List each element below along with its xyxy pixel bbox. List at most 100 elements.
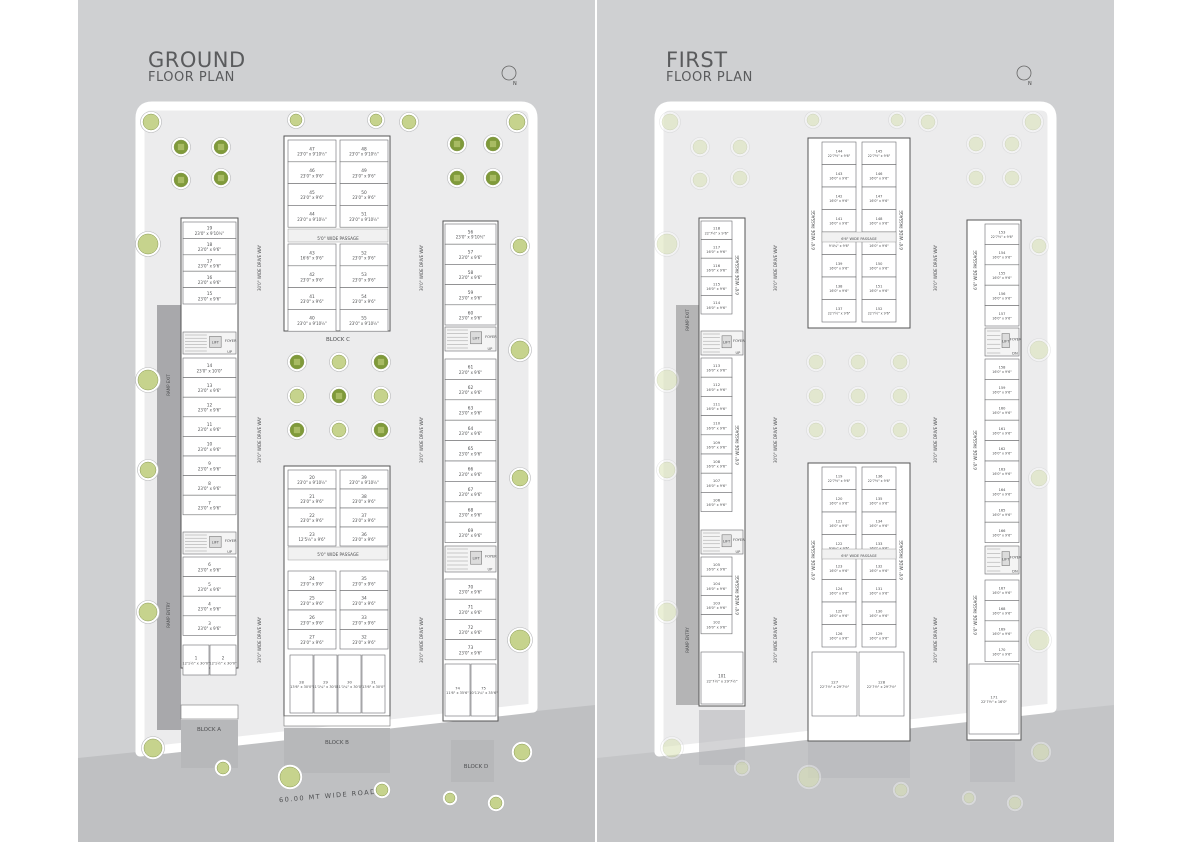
block-d-core-upper-foyer-label: FOYER: [1010, 338, 1022, 342]
block-a-unit-size: 16'0" x 9'6": [706, 407, 727, 411]
block-d-unit-size: 16'0" x 9'6": [992, 431, 1012, 435]
block-a-unit-number: 8: [208, 481, 211, 487]
block-c-unit-137: [821, 299, 857, 323]
block-a-unit-size: 23'0" x 9'6": [198, 466, 221, 471]
block-b-unit-size: 23'0" x 9'10½": [297, 480, 327, 485]
block-d-unit-size: 16'0" x 9'6": [992, 452, 1012, 456]
block-d-unit-number: 160: [999, 406, 1007, 410]
block-c-unit-size: 23'0" x 9'10½": [297, 217, 327, 222]
block-a-bottom-unit-size: 22'7½" x 29'7½": [706, 679, 737, 683]
block-d-unit-157: [984, 305, 1020, 327]
block-d-unit-number: 61: [468, 365, 474, 371]
tree-icon-ring: [733, 759, 751, 777]
tree-icon: [920, 114, 936, 130]
block-a-core-upper-up-label: UP: [227, 350, 233, 354]
tree-icon: [658, 461, 676, 479]
block-a-passage-label-3: 6'6" WIDE PASSAGE: [735, 575, 740, 615]
block-c-unit-size: 22'7½" x 9'6": [868, 154, 891, 158]
block-a-bottom-unit-number: 2: [222, 655, 225, 660]
block-a-unit-size: 16'0" x 9'6": [706, 287, 727, 291]
tree-icon: [508, 113, 526, 131]
block-b-unit-number: 34: [361, 596, 367, 602]
block-b-unit-number: 39: [361, 475, 367, 481]
tree-icon-core: [177, 176, 185, 184]
block-d-unit-number: 60: [468, 310, 474, 316]
block-b-unit-number: 32: [361, 635, 367, 641]
tree-icon-core: [453, 140, 461, 148]
tree-icon: [1008, 796, 1022, 810]
block-d-unit-number: 72: [468, 625, 474, 631]
block-b-unit-number: 38: [361, 494, 367, 500]
block-a-unit-size: 16'0" x 9'6": [706, 306, 727, 310]
block-a-bottom-unit-101: [700, 651, 744, 705]
block-b-bottom-unit-30: [337, 654, 362, 714]
tree-icon: [512, 238, 528, 254]
block-b-unit-size: 23'0" x 9'6": [300, 499, 323, 504]
block-b-cross-passage-label: 6'6" WIDE PASSAGE: [841, 554, 877, 558]
block-b-unit-32: [339, 629, 389, 650]
tree-icon-ring: [796, 764, 822, 790]
tree-icon: [808, 354, 824, 370]
block-a-bottom-unit-number: 1: [195, 655, 198, 660]
road-area: [78, 705, 595, 842]
block-d-unit-166: [984, 521, 1020, 543]
block-c-unit-size: 16'0" x 9'6": [829, 289, 849, 293]
block-d-unit-size: 16'0" x 9'6": [992, 533, 1012, 537]
block-d-bottom-unit-number: 75: [481, 685, 486, 690]
block-d-unit-number: 70: [468, 585, 474, 591]
tree-icon-ring: [1002, 134, 1022, 154]
block-b-unit-number: 26: [309, 615, 315, 621]
tree-icon: [1031, 238, 1047, 254]
tree-icon-ring: [966, 134, 986, 154]
block-d-core-lower-up-label: DN: [1012, 570, 1018, 574]
block-b-bottom-unit-29: [313, 654, 338, 714]
block-b-unit-number: 23: [309, 532, 315, 538]
ramp-exit-label: RAMP EXIT: [166, 374, 171, 396]
block-a-unit-number: 106: [713, 497, 721, 502]
block-b-unit-number: 132: [876, 565, 883, 569]
block-a-core-lower-up-label: UP: [736, 550, 742, 554]
tree-icon-ring: [890, 420, 910, 440]
block-b-unit-size: 23'0" x 9'6": [352, 537, 375, 542]
block-d-core-lower-lift: [1001, 551, 1010, 566]
block-b-unit-size: 16'0" x 9'6": [829, 637, 849, 641]
block-b-unit-number: 131: [876, 587, 883, 591]
tree-icon: [850, 354, 866, 370]
drive-way-label-b1: 30'0" WIDE DRIVE WAY: [419, 244, 424, 291]
block-b-unit-number: 124: [836, 587, 844, 591]
block-d-core-lower-foyer-label: FOYER: [485, 555, 497, 559]
block-b-unit-size: 23'0" x 9'10½": [349, 480, 379, 485]
block-c-unit-size: 23'0" x 9'6": [352, 195, 375, 200]
block-a-unit-number: 6: [208, 562, 211, 568]
block-c-unit-size: 23'0" x 9'10½": [349, 217, 379, 222]
tree-icon: [892, 422, 908, 438]
block-d-unit-size: 16'0" x 9'6": [992, 472, 1012, 476]
block-c-unit-number: 54: [361, 294, 367, 300]
block-a-unit-number: 4: [208, 601, 211, 607]
block-a-core-lower-lift: [209, 536, 222, 548]
block-a-unit-number: 9: [208, 461, 211, 467]
block-a-unit-number: 117: [713, 244, 721, 249]
tree-icon: [444, 792, 456, 804]
block-b-passage: [287, 546, 389, 561]
block-d-unit-number: 167: [999, 587, 1006, 591]
block-c-unit-44: [287, 205, 337, 228]
tree-icon-ring: [659, 111, 681, 133]
block-c-passage: [287, 228, 389, 243]
tree-icon: [968, 136, 984, 152]
block-d-unit-size: 23'0" x 9'6": [459, 610, 482, 615]
block-b-unit-number: 125: [836, 610, 843, 614]
block-c-unit-number: 44: [309, 212, 315, 218]
block-b-label: BLOCK B: [325, 740, 349, 746]
tree-icon: [808, 422, 824, 438]
block-b-unit-129: [861, 624, 897, 648]
block-d-unit-number: 161: [999, 427, 1006, 431]
block-d-unit-number: 56: [468, 230, 474, 236]
block-d-core-upper-lift: [470, 331, 482, 345]
block-d-unit-number: 59: [468, 290, 474, 296]
block-b-unit-size: 23'0" x 9'6": [352, 601, 375, 606]
block-d-passage-label-1: 6'6" WIDE PASSAGE: [973, 250, 978, 290]
block-a-unit-number: 114: [713, 300, 721, 305]
tree-icon: [894, 783, 908, 797]
block-a-unit-size: 16'0" x 9'6": [706, 625, 727, 629]
